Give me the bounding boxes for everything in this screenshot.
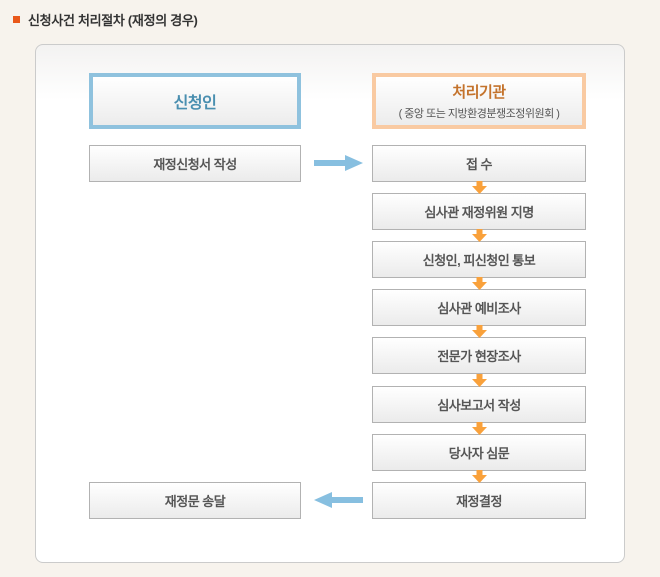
down-arrow-icon [472, 470, 487, 483]
applicant-step-box: 재정문 송달 [89, 482, 301, 519]
down-arrow-icon [472, 181, 487, 194]
agency-step-box: 당사자 심문 [372, 434, 586, 471]
agency-step-box: 심사관 재정위원 지명 [372, 193, 586, 230]
agency-header-sublabel: ( 중앙 또는 지방환경분쟁조정위원회 ) [398, 108, 560, 120]
arrow-left-icon [314, 492, 363, 508]
applicant-step-box: 재정신청서 작성 [89, 145, 301, 182]
agency-step-box: 심사관 예비조사 [372, 289, 586, 326]
down-arrow-icon [472, 229, 487, 242]
diagram-panel: 신청인 처리기관 ( 중앙 또는 지방환경분쟁조정위원회 ) 재정신청서 작성 … [35, 44, 625, 563]
agency-step-box: 재정결정 [372, 482, 586, 519]
down-arrow-icon [472, 422, 487, 435]
agency-step-box: 신청인, 피신청인 통보 [372, 241, 586, 278]
down-arrow-icon [472, 374, 487, 387]
applicant-header-label: 신청인 [173, 95, 217, 112]
applicant-header-box: 신청인 [89, 73, 301, 129]
arrow-right-icon [314, 155, 363, 171]
agency-header-label: 처리기관 [452, 84, 506, 101]
agency-header-box: 처리기관 ( 중앙 또는 지방환경분쟁조정위원회 ) [372, 73, 586, 129]
agency-step-box: 접 수 [372, 145, 586, 182]
page-title: 신청사건 처리절차 (재정의 경우) [13, 10, 198, 29]
down-arrow-icon [472, 325, 487, 338]
agency-step-box: 심사보고서 작성 [372, 386, 586, 423]
agency-step-box: 전문가 현장조사 [372, 337, 586, 374]
page-title-text: 신청사건 처리절차 (재정의 경우) [28, 13, 198, 28]
orange-square-bullet-icon [13, 16, 20, 23]
down-arrow-icon [472, 277, 487, 290]
